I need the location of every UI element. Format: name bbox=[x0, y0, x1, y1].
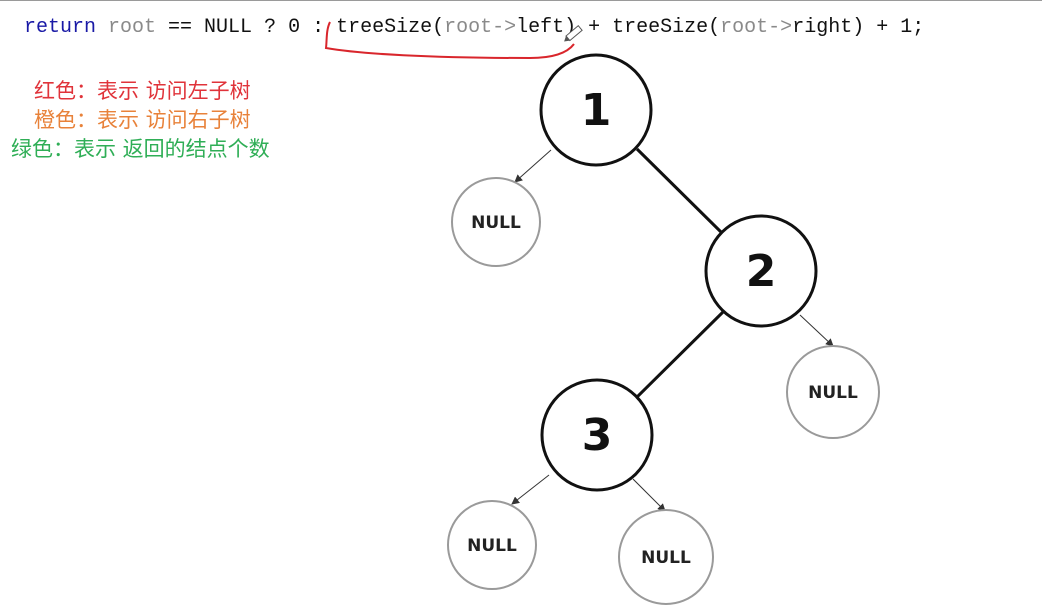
code-call-right: left) + treeSize( bbox=[516, 16, 721, 39]
code-root-arrow-right: root-> bbox=[720, 16, 793, 39]
svg-text:NULL: NULL bbox=[641, 548, 691, 568]
code-var-root: root bbox=[108, 16, 157, 39]
legend-red: 红色：表示 访问左子树 bbox=[34, 79, 251, 103]
code-line: return root == NULL ? 0 : treeSize(root-… bbox=[24, 14, 924, 42]
arrow-1-null bbox=[514, 149, 552, 183]
legend-orange: 橙色：表示 访问右子树 bbox=[34, 108, 251, 132]
svg-text:NULL: NULL bbox=[471, 213, 521, 233]
edge-1-2 bbox=[635, 147, 724, 235]
null-node-2-right: NULL bbox=[786, 345, 880, 439]
svg-text:1: 1 bbox=[581, 85, 612, 136]
tree-node-3: 3 bbox=[540, 378, 654, 492]
tree-node-2: 2 bbox=[704, 214, 818, 328]
arrow-2-null bbox=[799, 314, 834, 347]
svg-text:NULL: NULL bbox=[467, 536, 517, 556]
legend-green: 绿色：表示 返回的结点个数 bbox=[11, 137, 270, 161]
code-root-arrow-left: root-> bbox=[444, 16, 517, 39]
null-node-1-left: NULL bbox=[451, 177, 541, 267]
null-node-3-right: NULL bbox=[618, 509, 714, 605]
tree-node-1: 1 bbox=[539, 53, 653, 167]
edge-2-3 bbox=[634, 310, 725, 400]
top-border bbox=[0, 0, 1042, 1]
code-keyword-return: return bbox=[24, 16, 97, 39]
svg-text:3: 3 bbox=[582, 410, 613, 461]
null-node-3-left: NULL bbox=[447, 500, 537, 590]
arrow-3-null-right bbox=[632, 478, 666, 512]
code-condition: == NULL ? 0 : bbox=[156, 16, 337, 39]
arrow-3-null-left bbox=[511, 474, 550, 505]
code-tail: right) + 1; bbox=[792, 16, 925, 39]
code-call-left: treeSize( bbox=[336, 16, 445, 39]
svg-text:2: 2 bbox=[746, 246, 777, 297]
pencil-icon bbox=[564, 25, 583, 42]
svg-text:NULL: NULL bbox=[808, 383, 858, 403]
red-annotation-bracket bbox=[324, 21, 575, 60]
